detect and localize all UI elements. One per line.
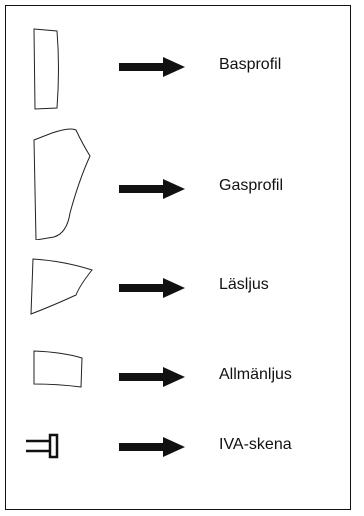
allmanljus-fixture-icon — [33, 350, 83, 388]
right-arrow-icon — [119, 437, 185, 457]
gasprofil-profile-icon — [33, 128, 91, 240]
right-arrow-icon — [119, 57, 185, 77]
iva-rail-icon — [26, 433, 59, 459]
legend-row-allmanljus: Allmänljus — [6, 349, 352, 439]
legend-label-basprofil: Basprofil — [219, 56, 282, 73]
basprofil-profile-icon — [33, 28, 59, 110]
legend-label-iva-skena: IVA-skena — [219, 436, 292, 453]
legend-label-gasprofil: Gasprofil — [219, 177, 284, 194]
legend-row-basprofil: Basprofil — [6, 20, 352, 110]
lasljus-fixture-icon — [30, 258, 93, 315]
legend-frame: Basprofil Gasprofil Läsljus Allmänl — [5, 5, 351, 510]
legend-row-gasprofil: Gasprofil — [6, 124, 352, 240]
right-arrow-icon — [119, 179, 185, 199]
right-arrow-icon — [119, 367, 185, 387]
legend-row-lasljus: Läsljus — [6, 254, 352, 344]
legend-label-lasljus: Läsljus — [219, 276, 269, 293]
legend-label-allmanljus: Allmänljus — [219, 366, 292, 383]
legend-row-iva-skena: IVA-skena — [6, 421, 352, 511]
right-arrow-icon — [119, 278, 185, 298]
